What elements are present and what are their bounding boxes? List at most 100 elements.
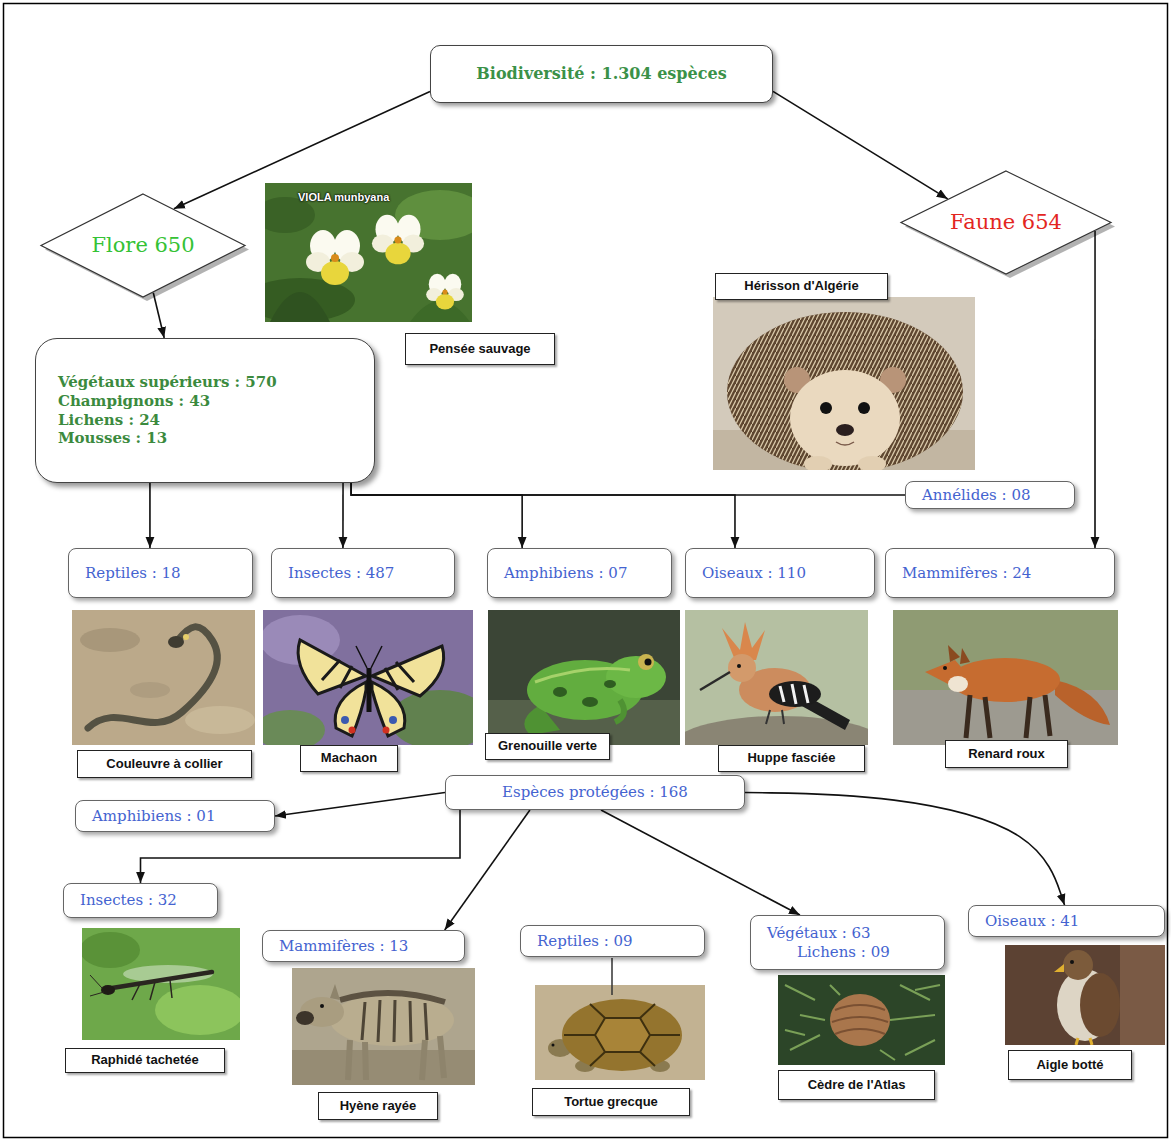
snake-photo-part: [185, 706, 255, 734]
photo-caption: Raphidé tachetée: [65, 1048, 225, 1073]
hyena-photo-part: [292, 1050, 475, 1085]
photo-caption: Pensée sauvage: [405, 333, 555, 365]
eagle-photo-part: [1080, 973, 1120, 1037]
node-text: Aigle botté: [1036, 1057, 1103, 1073]
connector-arrow: [1094, 231, 1096, 548]
node-text: Faune 654: [950, 209, 1062, 235]
photo-caption: Hérisson d'Algérie: [715, 273, 888, 300]
swallowtail-photo-part: [263, 710, 325, 745]
node-text: Flore 650: [91, 232, 194, 258]
diamond-border: [901, 171, 1111, 274]
frog-photo-part: [488, 610, 680, 745]
tortoise-photo-part: [595, 1018, 650, 1052]
swallowtail-photo-part: [335, 682, 366, 736]
frog-photo-part: [582, 697, 598, 707]
node-text: Oiseaux : 110: [702, 564, 806, 583]
swallowtail-photo-part: [389, 716, 397, 724]
connector-arrow: [153, 293, 164, 338]
frog-photo-part: [645, 659, 652, 666]
protected-count-box: Mammifères : 13: [262, 930, 465, 962]
eagle-photo-part: [1063, 950, 1093, 980]
group-count-box: Annélides : 08: [905, 481, 1075, 509]
node-text: Annélides : 08: [922, 486, 1030, 505]
category-diamond: Flore 650: [40, 193, 246, 298]
protected-count-box: Oiseaux : 41: [968, 905, 1165, 937]
node-text: Amphibiens : 07: [504, 564, 627, 583]
pansy-photo: [265, 183, 472, 322]
flora-breakdown-box: Végétaux supérieurs : 570Champignons : 4…: [35, 338, 375, 483]
swallowtail-photo-part: [367, 668, 372, 712]
photo-caption: Tortue grecque: [532, 1088, 690, 1116]
snake-photo-part: [72, 610, 255, 745]
eagle-photo-part: [1054, 964, 1064, 972]
protected-count-box: Reptiles : 09: [520, 925, 705, 957]
photo-caption: Renard roux: [945, 740, 1068, 768]
tortoise-photo-part: [562, 999, 682, 1071]
swallowtail-photo-part: [356, 646, 382, 668]
hoopoe-photo-part: [766, 710, 784, 724]
fox-photo-part: [960, 648, 970, 664]
cedar-photo-part: [778, 975, 945, 1065]
photo-caption: Hyène rayée: [318, 1092, 438, 1120]
node-text: Végétaux : 63: [767, 924, 871, 943]
frog-photo-part: [604, 680, 616, 688]
pansy-photo-part: [270, 292, 330, 322]
fox-photo-part: [1055, 680, 1110, 725]
snake-photo-part: [88, 627, 217, 728]
hedgehog-photo-part: [727, 312, 963, 470]
hyena-photo-part: [320, 1004, 324, 1008]
hoopoe-photo-part: [700, 672, 730, 690]
cedar-photo-part: [785, 985, 940, 1060]
cedar-photo-part: [830, 994, 890, 1046]
node-text: Lichens : 24: [58, 411, 160, 430]
snake-photo-part: [130, 682, 170, 698]
fox-photo-part: [948, 645, 960, 662]
hedgehog-photo-part: [820, 402, 832, 414]
hedgehog-photo-part: [727, 312, 963, 470]
protected-count-box: Insectes : 32: [63, 883, 218, 918]
label-holder: VIOLA munbyana: [298, 187, 389, 205]
category-diamond: Faune 654: [900, 170, 1112, 275]
node-text: Mammifères : 24: [902, 564, 1031, 583]
snakefly-photo: [82, 928, 240, 1040]
group-count-box: Oiseaux : 110: [685, 548, 875, 598]
node-text: Huppe fasciée: [747, 750, 835, 766]
node-text: Hyène rayée: [340, 1098, 417, 1114]
swallowtail-photo-part: [349, 727, 356, 734]
eagle-photo-part: [1070, 960, 1074, 964]
pansy-photo-part: [306, 230, 364, 285]
group-count-box: Reptiles : 18: [68, 548, 253, 598]
snake-photo: [72, 610, 255, 745]
node-text: Oiseaux : 41: [985, 912, 1079, 931]
node-text: Mammifères : 13: [279, 937, 408, 956]
pansy-photo-part: [372, 215, 424, 264]
snakefly-photo-part: [155, 985, 240, 1035]
hyena-photo-part: [330, 984, 340, 1000]
snakefly-photo-part: [132, 980, 172, 1000]
protected-count-box: Amphibiens : 01: [75, 800, 275, 832]
connector-arrow: [351, 483, 905, 495]
pansy-photo-part: [265, 278, 355, 322]
hedgehog-photo-part: [858, 402, 870, 414]
snakefly-photo-part: [90, 975, 104, 996]
connector-arrow: [351, 483, 522, 548]
eagle-photo-part: [1076, 1038, 1092, 1045]
connector-arrow: [745, 793, 1065, 906]
connector-arrow: [773, 91, 948, 198]
node-text: Amphibiens : 01: [92, 807, 215, 826]
node-text: Mousses : 13: [58, 429, 167, 448]
node-text: Cèdre de l'Atlas: [808, 1077, 906, 1093]
frog-photo: [488, 610, 680, 745]
connector-arrow: [601, 810, 800, 915]
eagle-photo-part: [1120, 945, 1165, 1045]
node-text: Végétaux supérieurs : 570: [58, 373, 277, 392]
node-text: Raphidé tachetée: [91, 1052, 199, 1068]
group-count-box: Insectes : 487: [271, 548, 455, 598]
frog-photo-part: [615, 700, 624, 722]
swallowtail-photo-part: [372, 682, 405, 736]
hyena-photo-part: [340, 993, 445, 1002]
connector-arrow: [342, 483, 344, 548]
tortoise-photo-part: [535, 985, 705, 1080]
hedgehog-photo-part: [836, 442, 854, 445]
connector-arrow: [351, 483, 735, 548]
